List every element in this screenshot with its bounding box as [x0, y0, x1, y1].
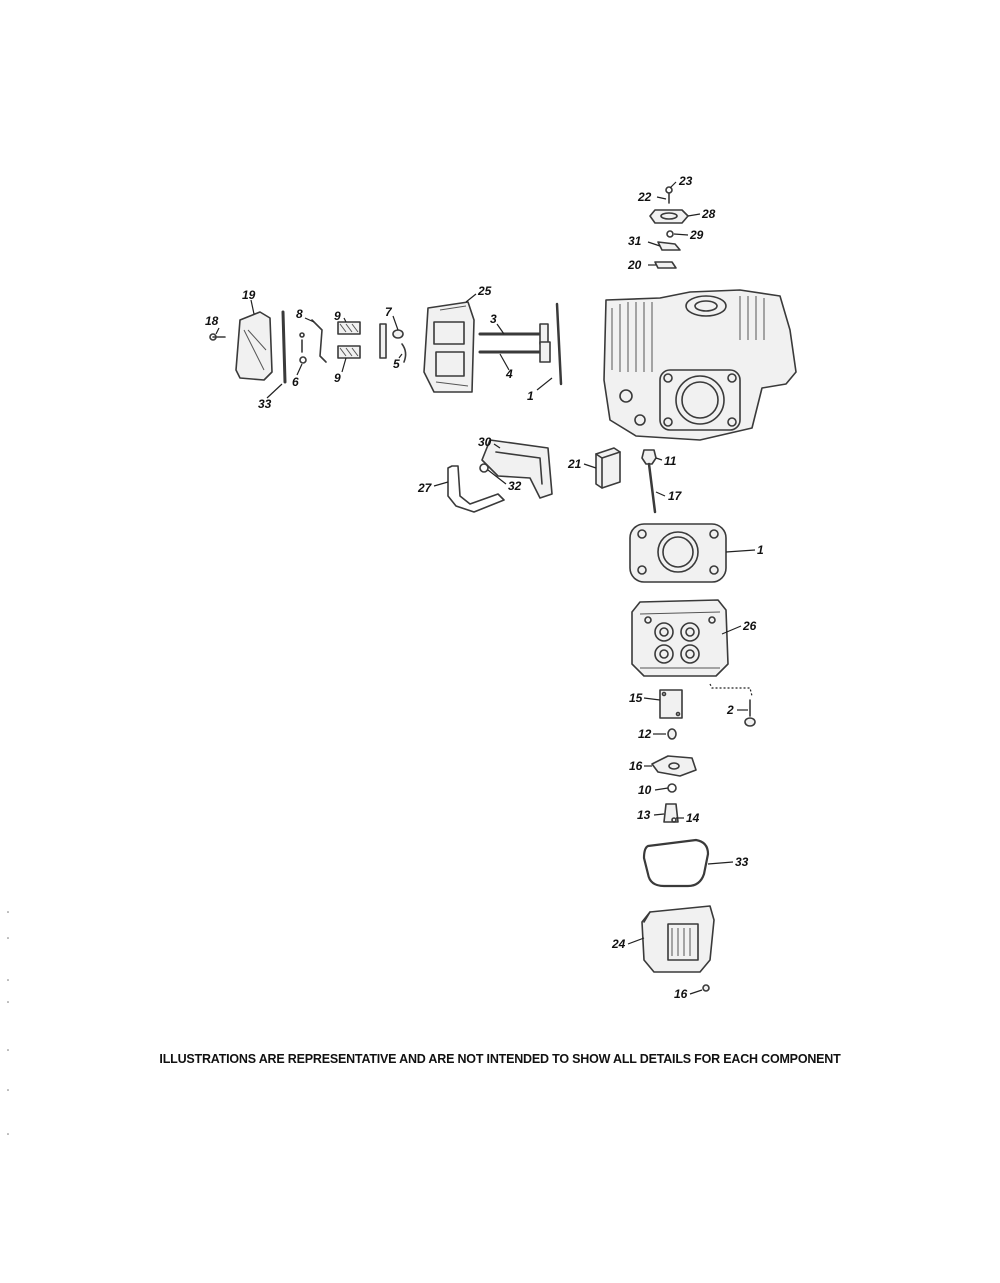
callout-1-top: 1	[527, 389, 534, 403]
margin-specks	[7, 911, 9, 1135]
rocker-housing-25	[423, 301, 475, 393]
callout-4: 4	[505, 367, 513, 381]
cylinder-head-26	[631, 599, 753, 697]
callout-2: 2	[726, 703, 734, 717]
tube-27	[447, 465, 505, 513]
cover-plate-19	[235, 311, 273, 381]
callout-18-left: 18	[205, 314, 219, 328]
block-21	[595, 447, 621, 489]
callout-19: 19	[242, 288, 256, 302]
callout-20: 20	[627, 258, 642, 272]
pin-12	[667, 728, 677, 740]
callout-25: 25	[477, 284, 492, 298]
callout-22: 22	[637, 190, 652, 204]
disclaimer-text: ILLUSTRATIONS ARE REPRESENTATIVE AND ARE…	[159, 1052, 841, 1066]
callout-labels: 23 22 28 29 31 20 19 18 8 9 9 7 5 25 3 4…	[205, 174, 764, 1001]
callout-6: 6	[292, 375, 299, 389]
callout-14: 14	[686, 811, 700, 825]
bolt-11-17	[641, 449, 657, 514]
callout-11: 11	[664, 454, 677, 468]
callout-3: 3	[490, 312, 497, 326]
callout-13: 13	[637, 808, 651, 822]
breather-fastener-stack	[649, 186, 689, 269]
callout-26: 26	[742, 619, 757, 633]
callout-15: 15	[629, 691, 643, 705]
callout-8: 8	[296, 307, 303, 321]
rocker-16	[651, 755, 697, 777]
cover-gasket-33	[642, 838, 710, 888]
valve-springs-9	[337, 321, 361, 359]
head-gasket-1	[629, 523, 727, 583]
callout-9-bottom: 9	[334, 371, 341, 385]
callout-12: 12	[638, 727, 652, 741]
callout-5: 5	[393, 357, 400, 371]
plate-15	[659, 689, 683, 719]
callout-16-bottom: 16	[674, 987, 688, 1001]
callout-24: 24	[611, 937, 626, 951]
gasket-33-left	[281, 310, 287, 384]
callout-10: 10	[638, 783, 652, 797]
gasket-30	[481, 439, 553, 499]
callout-30: 30	[478, 435, 492, 449]
stud-2	[744, 699, 756, 727]
callout-31: 31	[628, 234, 642, 248]
keepers-7-5	[379, 323, 407, 363]
callout-23: 23	[678, 174, 693, 188]
small-parts-8-6	[299, 319, 327, 364]
rocker-cover-24	[641, 905, 715, 973]
callout-33-cover: 33	[735, 855, 749, 869]
callout-1-gasket: 1	[757, 543, 764, 557]
gasket-1-strip	[555, 302, 563, 386]
callout-29: 29	[689, 228, 704, 242]
screw-18-left	[209, 333, 226, 341]
callout-9-top: 9	[334, 309, 341, 323]
engine-block	[603, 289, 797, 441]
callout-7: 7	[385, 305, 393, 319]
washer-32	[479, 463, 489, 473]
callout-33-left: 33	[258, 397, 272, 411]
callout-32: 32	[508, 479, 522, 493]
leader-lines	[215, 181, 756, 995]
screw-16-bottom	[702, 984, 710, 992]
valves-3-4	[478, 323, 551, 363]
washer-10	[667, 783, 677, 793]
callout-21: 21	[567, 457, 582, 471]
callout-28: 28	[701, 207, 716, 221]
callout-17: 17	[668, 489, 683, 503]
callout-16-mid: 16	[629, 759, 643, 773]
callout-27: 27	[417, 481, 433, 495]
pivot-13-14	[663, 803, 679, 823]
